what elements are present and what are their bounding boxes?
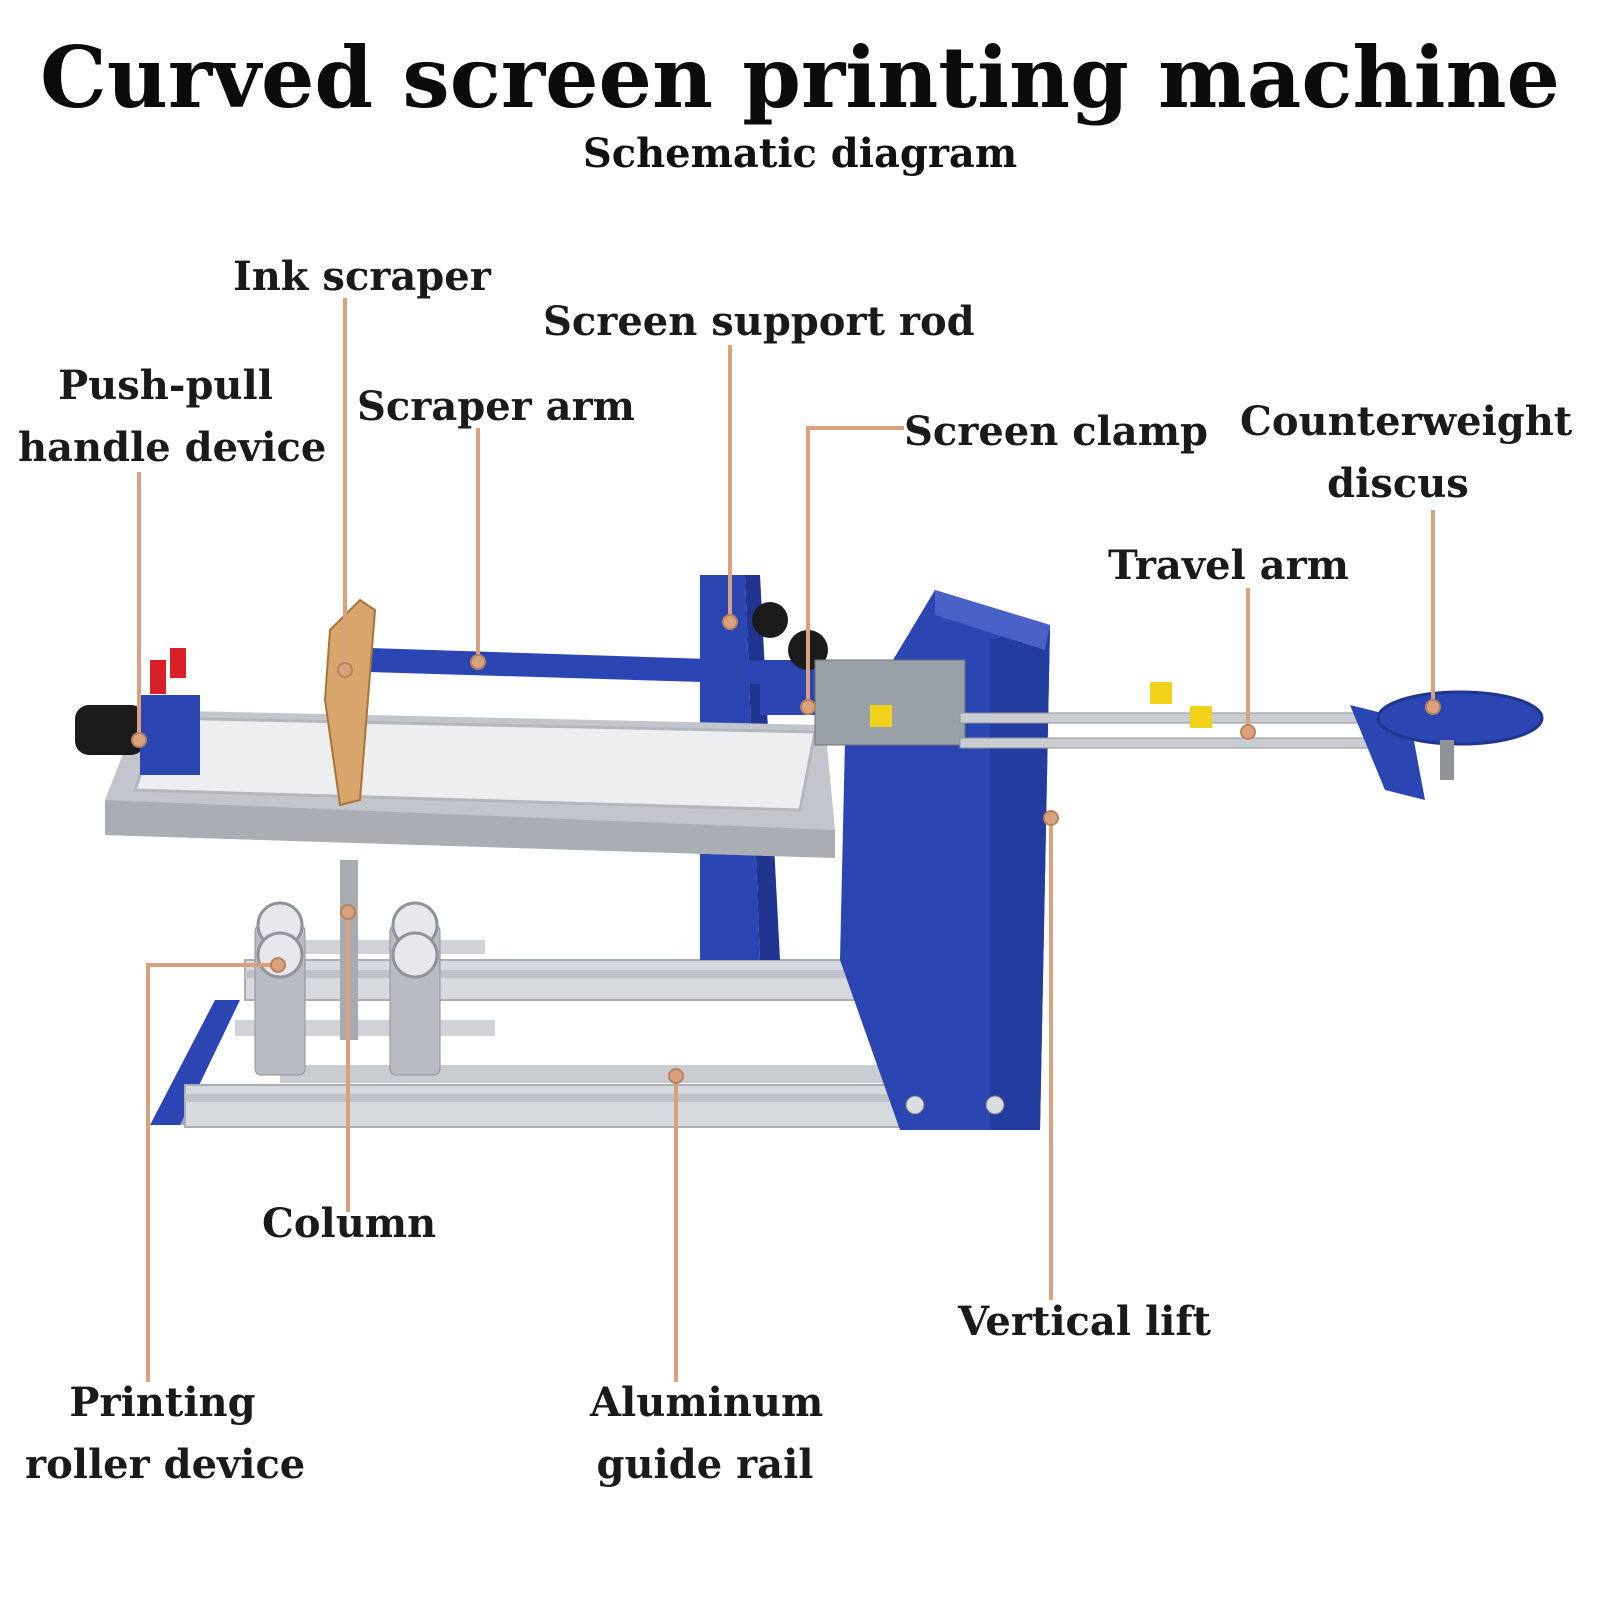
label-push-pull-line2: handle device [18,424,327,471]
label-printing-roller-line2: roller device [25,1441,306,1488]
ink-scraper [323,598,377,807]
label-counterweight-line1: Counterweight [1240,398,1573,445]
label-printing-roller-line1: Printing [69,1379,256,1426]
page-title: Curved screen printing machine [40,28,1560,127]
label-counterweight-discus: Counterweight discus [1240,391,1573,515]
label-push-pull-line1: Push-pull [58,362,273,409]
counterweight-discus [1376,690,1544,780]
screen-clamp-block [814,659,966,746]
label-screen-clamp: Screen clamp [904,408,1208,455]
label-aluminum-guide-rail: Aluminum guide rail [590,1372,824,1496]
page-subtitle: Schematic diagram [582,130,1018,177]
leader-lines [137,298,1435,1382]
label-screen-support-rod: Screen support rod [543,298,975,345]
label-aluminum-line1: Aluminum [590,1379,824,1426]
label-push-pull-handle: Push-pull handle device [18,355,327,479]
screen-frame [105,710,835,858]
leader-dots [131,614,1441,1084]
leader-printing-roller [146,963,278,1382]
label-counterweight-line2: discus [1327,460,1469,507]
push-pull-handle [75,648,200,775]
label-scraper-arm: Scraper arm [357,383,635,430]
scraper-arm [370,602,840,715]
label-vertical-lift: Vertical lift [958,1298,1212,1345]
roller-device [254,860,441,1076]
label-column: Column [262,1200,437,1247]
leader-screen-clamp [806,426,904,707]
label-travel-arm: Travel arm [1108,542,1349,589]
label-ink-scraper: Ink scraper [233,253,491,300]
label-aluminum-line2: guide rail [596,1441,814,1488]
label-printing-roller-device: Printing roller device [25,1372,306,1496]
